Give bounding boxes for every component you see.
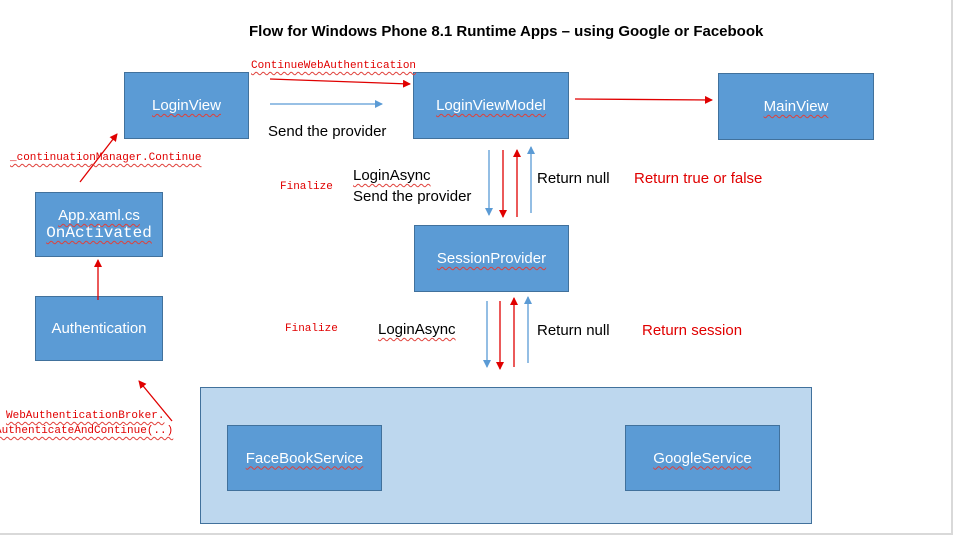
finalize-bottom-label: Finalize [285, 323, 338, 335]
return-true-or-false-label: Return true or false [634, 170, 763, 187]
return-session-label: Return session [642, 322, 743, 339]
login-view-label: LoginView [152, 97, 221, 114]
return-null-bottom-label: Return null [537, 322, 610, 339]
main-view-label: MainView [763, 98, 829, 115]
diagram-title: Flow for Windows Phone 8.1 Runtime Apps … [249, 23, 764, 40]
web-auth-broker-line1-label: WebAuthenticationBroker. [6, 410, 165, 422]
app-xaml-cs-label: App.xaml.cs [58, 207, 140, 224]
finalize-top-label: Finalize [280, 181, 333, 193]
session-provider-label: SessionProvider [436, 250, 547, 267]
web-auth-broker-line2-label: AuthenticateAndContinue(..) [0, 425, 174, 437]
authentication-box: Authentication [35, 296, 163, 361]
login-view-model-box: LoginViewModel [413, 72, 569, 139]
login-async-bottom-label: LoginAsync [378, 321, 456, 338]
send-the-provider-top-label: Send the provider [268, 123, 387, 140]
continuation-manager-label: _continuationManager.Continue [10, 152, 202, 164]
authentication-label: Authentication [51, 320, 147, 337]
main-view-box: MainView [718, 73, 874, 140]
session-provider-box: SessionProvider [414, 225, 569, 292]
return-null-top-label: Return null [537, 170, 610, 187]
app-xaml-cs-box: App.xaml.cs OnActivated [35, 192, 163, 257]
google-service-box: GoogleService [625, 425, 780, 491]
arrow-app-to-loginview [79, 133, 118, 183]
login-view-model-label: LoginViewModel [436, 97, 546, 114]
on-activated-label: OnActivated [46, 224, 152, 242]
arrow-broker-to-auth [138, 380, 173, 422]
continue-web-authentication-label: ContinueWebAuthentication [251, 60, 417, 72]
arrow-to-main-view [574, 95, 713, 104]
arrow-continue-web-auth [269, 78, 411, 88]
login-async-top-label: LoginAsync [353, 167, 431, 184]
google-service-label: GoogleService [653, 449, 752, 467]
facebook-service-label: FaceBookService [245, 449, 364, 467]
login-view-box: LoginView [124, 72, 249, 139]
facebook-service-box: FaceBookService [227, 425, 382, 491]
send-the-provider-mid-label: Send the provider [353, 188, 472, 205]
